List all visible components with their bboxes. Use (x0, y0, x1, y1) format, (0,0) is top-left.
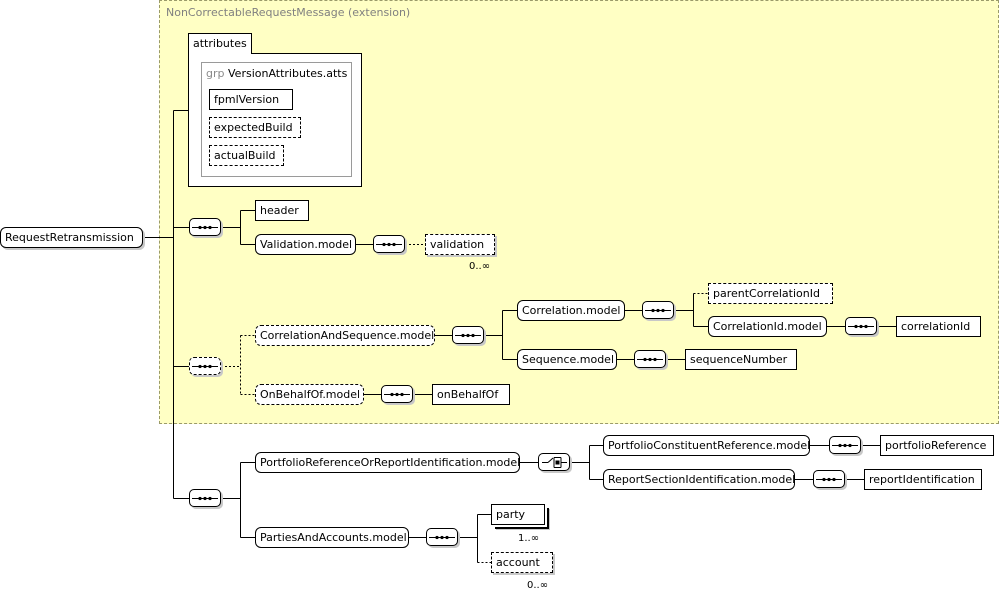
element-header[interactable]: header (255, 200, 309, 221)
element-parent-correlation-id[interactable]: parentCorrelationId (708, 283, 833, 304)
element-portfolio-reference[interactable]: portfolioReference (880, 435, 994, 456)
sequence-compositor-2[interactable] (189, 357, 221, 375)
sequence-compositor-parties-and-accounts[interactable] (426, 528, 458, 546)
sequence-icon (429, 535, 455, 540)
group-correlation-id-model[interactable]: CorrelationId.model (708, 316, 827, 337)
choice-compositor-portfolio-or-report[interactable] (538, 453, 570, 471)
element-report-identification[interactable]: reportIdentification (864, 469, 982, 490)
occurrence-validation: 0..∞ (469, 261, 491, 272)
sequence-compositor-portfolio-constituent[interactable] (829, 436, 861, 454)
element-correlation-id[interactable]: correlationId (896, 316, 981, 337)
sequence-icon (376, 242, 402, 247)
occurrence-party: 1..∞ (518, 533, 540, 544)
element-party[interactable]: party (491, 504, 545, 525)
sequence-compositor-on-behalf-of[interactable] (381, 385, 413, 403)
sequence-icon (192, 364, 218, 369)
group-validation-model[interactable]: Validation.model (255, 234, 356, 255)
sequence-compositor-validation[interactable] (373, 235, 405, 253)
group-sequence-model[interactable]: Sequence.model (517, 349, 617, 370)
element-account[interactable]: account (491, 552, 553, 573)
element-sequence-number[interactable]: sequenceNumber (685, 349, 797, 370)
sequence-compositor-report-section[interactable] (813, 470, 845, 488)
group-report-section-identification-model[interactable]: ReportSectionIdentification.model (603, 469, 795, 490)
sequence-icon (637, 357, 663, 362)
sequence-compositor-correlation-id[interactable] (845, 317, 877, 335)
sequence-icon (832, 443, 858, 448)
extension-label: NonCorrectableRequestMessage (extension) (166, 6, 411, 19)
sequence-compositor-correlation[interactable] (642, 301, 674, 319)
attribute-fpml-version[interactable]: fpmlVersion (209, 89, 293, 110)
group-keyword: grp (206, 67, 225, 80)
group-parties-and-accounts-model[interactable]: PartiesAndAccounts.model (255, 527, 409, 548)
group-name: VersionAttributes.atts (228, 67, 348, 80)
sequence-compositor-correlation-and-sequence[interactable] (452, 326, 484, 344)
sequence-icon (816, 477, 842, 482)
group-on-behalf-of-model[interactable]: OnBehalfOf.model (255, 384, 364, 405)
group-portfolio-constituent-reference-model[interactable]: PortfolioConstituentReference.model (603, 435, 810, 456)
group-portfolio-reference-or-report-identification-model[interactable]: PortfolioReferenceOrReportIdentification… (255, 452, 520, 473)
root-element-request-retransmission[interactable]: RequestRetransmission (0, 227, 143, 248)
sequence-icon (384, 392, 410, 397)
occurrence-account: 0..∞ (527, 580, 549, 591)
attribute-expected-build[interactable]: expectedBuild (209, 117, 301, 138)
attribute-actual-build[interactable]: actualBuild (209, 145, 284, 166)
sequence-compositor-1[interactable] (189, 218, 221, 236)
element-on-behalf-of[interactable]: onBehalfOf (432, 384, 510, 405)
sequence-compositor-3[interactable] (189, 489, 221, 507)
attribute-group-label: grp VersionAttributes.atts (206, 67, 347, 80)
choice-icon (542, 457, 567, 468)
sequence-icon (455, 333, 481, 338)
sequence-icon (848, 324, 874, 329)
group-correlation-model[interactable]: Correlation.model (517, 300, 625, 321)
group-correlation-and-sequence-model[interactable]: CorrelationAndSequence.model (255, 325, 435, 346)
sequence-icon (192, 225, 218, 230)
attributes-tab: attributes (188, 33, 252, 54)
sequence-compositor-sequence[interactable] (634, 350, 666, 368)
element-validation[interactable]: validation (425, 234, 495, 255)
sequence-icon (192, 496, 218, 501)
sequence-icon (645, 308, 671, 313)
